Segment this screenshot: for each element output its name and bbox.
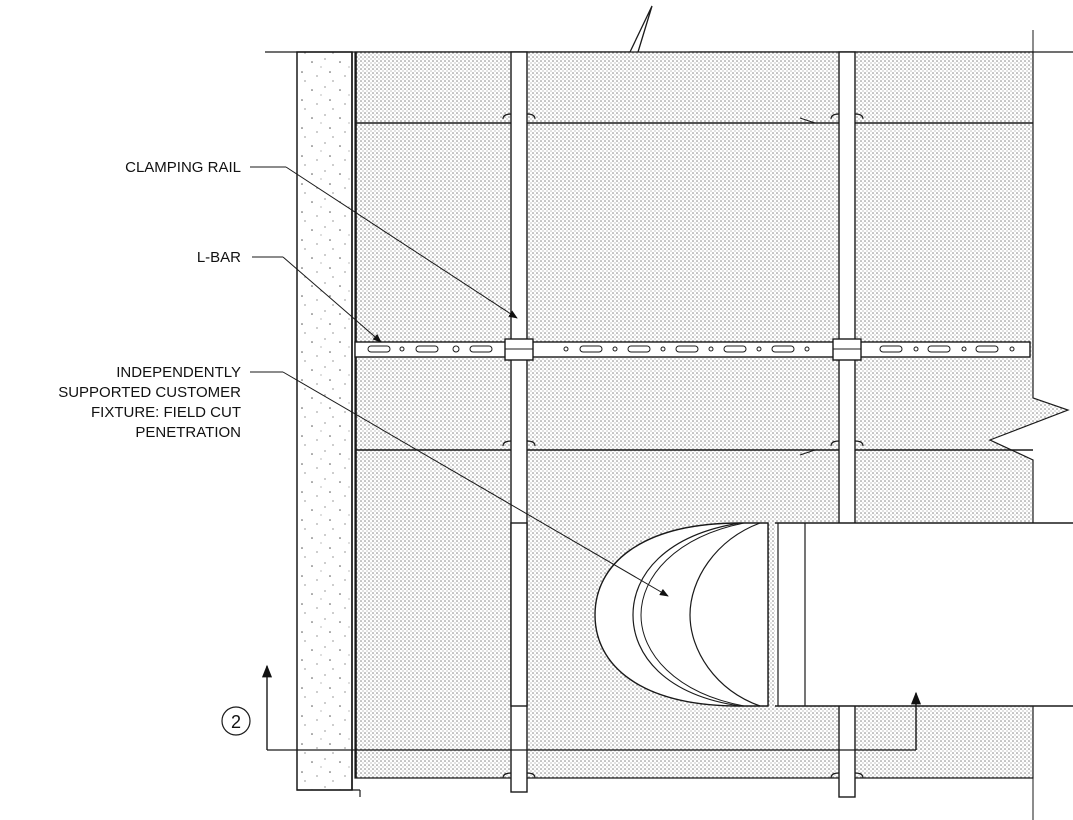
callout-fixture: INDEPENDENTLY SUPPORTED CUSTOMER FIXTURE…	[58, 364, 669, 597]
callout-fixture-line1: INDEPENDENTLY	[116, 364, 241, 381]
callout-fixture-line4: PENETRATION	[135, 424, 241, 441]
panel-joint-upper	[355, 117, 1033, 124]
callout-clamping-rail-label: CLAMPING RAIL	[125, 159, 241, 176]
panel-joint-lower	[355, 449, 1033, 456]
section-marker-number: 2	[231, 712, 241, 732]
callout-l-bar-label: L-BAR	[197, 249, 241, 266]
section-marker: 2	[221, 706, 251, 736]
callout-l-bar: L-BAR	[197, 249, 382, 343]
l-bar-rail	[354, 341, 1031, 358]
callout-fixture-line2: SUPPORTED CUSTOMER	[58, 384, 241, 401]
concrete-wall	[296, 51, 361, 797]
callout-clamping-rail: CLAMPING RAIL	[125, 159, 518, 319]
duct-fixture	[510, 522, 1073, 707]
callout-fixture-line3: FIXTURE: FIELD CUT	[91, 404, 241, 421]
section-cut-line	[261, 664, 922, 751]
